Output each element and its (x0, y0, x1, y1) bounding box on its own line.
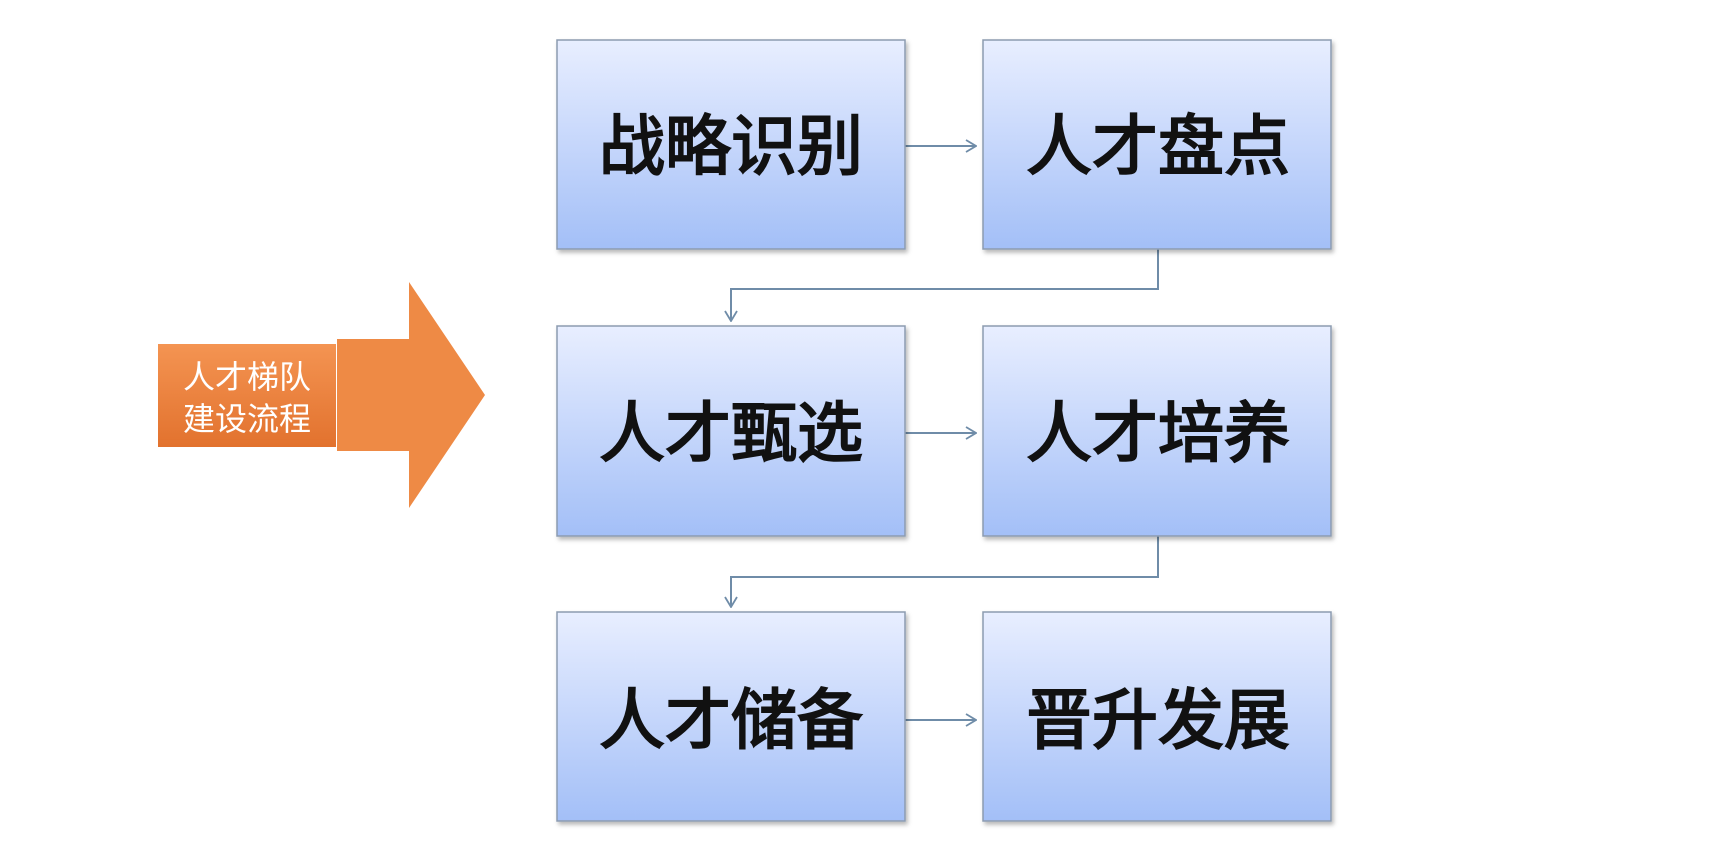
step-box-2-label: 人才盘点 (1026, 107, 1290, 185)
step-box-1-background (556, 39, 906, 250)
process-label-line-1: 人才梯队 (183, 358, 311, 396)
step-box-6: 晋升发展 (982, 611, 1332, 822)
step-box-2: 人才盘点 (982, 39, 1332, 250)
step-box-5-background (556, 611, 906, 822)
step-box-2-background (982, 39, 1332, 250)
step-box-3-background (556, 325, 906, 537)
step-box-4: 人才培养 (982, 325, 1332, 537)
connectors (731, 146, 1159, 720)
step-box-4-background (982, 325, 1332, 537)
step-box-3-label: 人才甄选 (599, 394, 863, 472)
step-box-3: 人才甄选 (556, 325, 906, 537)
step-box-4-label: 人才培养 (1026, 394, 1290, 472)
connector-step2-to-step3 (731, 249, 1159, 321)
process-label-line-2: 建设流程 (183, 400, 311, 438)
step-box-1: 战略识别 (556, 39, 906, 250)
step-box-5-label: 人才储备 (599, 681, 864, 759)
step-box-6-label: 晋升发展 (1026, 681, 1290, 759)
step-box-5: 人才储备 (556, 611, 906, 822)
big-arrow-shape (337, 282, 485, 508)
process-label-background (158, 344, 336, 447)
process-label: 人才梯队 建设流程 (158, 344, 336, 447)
step-box-6-background (982, 611, 1332, 822)
connector-step4-to-step5 (731, 536, 1159, 607)
step-box-1-label: 战略识别 (599, 107, 863, 185)
